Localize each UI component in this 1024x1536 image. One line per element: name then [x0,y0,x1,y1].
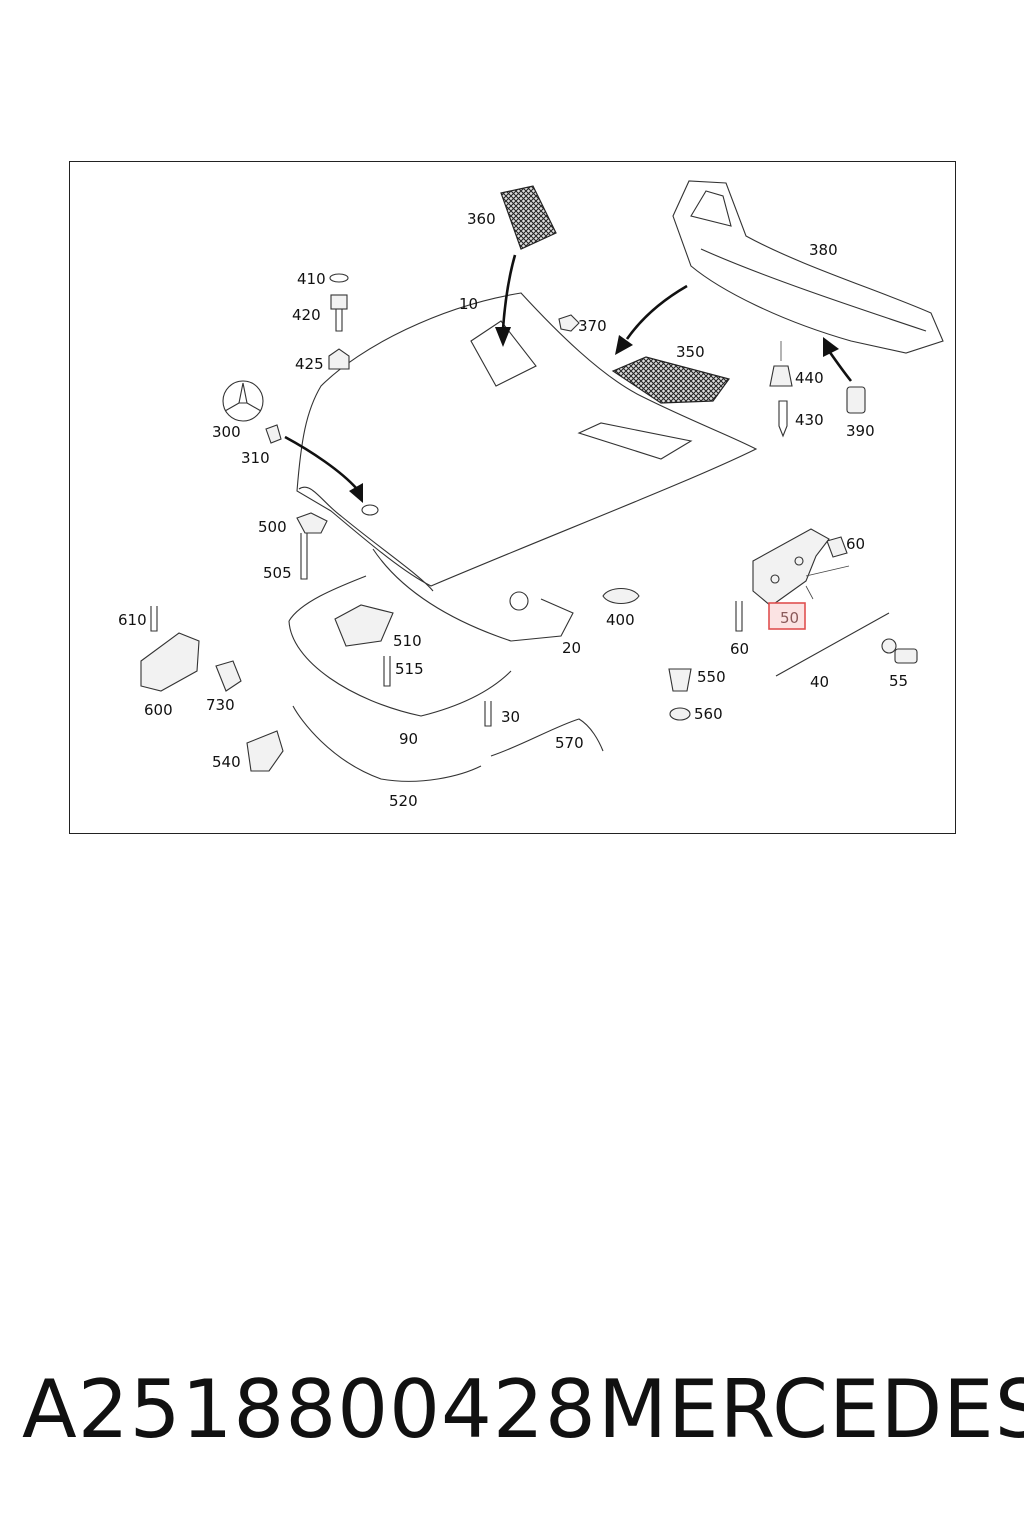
callout-40: 40 [810,673,829,691]
callout-425: 425 [295,355,324,373]
callout-730: 730 [206,696,235,714]
fasteners [150,273,866,727]
seal-90 [288,575,512,717]
diagram-frame: 10 20 30 40 50 55 60 60 90 300 310 350 3… [69,161,956,834]
callout-90: 90 [399,730,418,748]
hood-hinge-50 [752,528,830,607]
callout-310: 310 [241,449,270,467]
clip-540 [246,730,284,772]
ball-stud-55 [881,638,918,664]
callout-515: 515 [395,660,424,678]
grille-mesh-360 [500,185,557,250]
callout-370: 370 [578,317,607,335]
vent-grille-350 [611,356,731,404]
callout-labels: 10 20 30 40 50 55 60 60 90 300 310 350 3… [118,210,908,810]
callout-30: 30 [501,708,520,726]
callout-510: 510 [393,632,422,650]
callout-20: 20 [562,639,581,657]
callout-550: 550 [697,668,726,686]
callout-60-lower: 60 [730,640,749,658]
callout-410: 410 [297,270,326,288]
callout-520: 520 [389,792,418,810]
highlight-box-50 [768,602,806,630]
callout-505: 505 [263,564,292,582]
callout-400: 400 [606,611,635,629]
callout-60-upper: 60 [846,535,865,553]
cable-570 [490,718,604,757]
callout-55: 55 [889,672,908,690]
assembly-arrows [284,254,853,503]
callout-600: 600 [144,701,173,719]
hood-panel [296,292,758,642]
gas-strut-40 [775,612,890,678]
callout-50: 50 [780,609,799,627]
callout-380: 380 [809,241,838,259]
exploded-parts-diagram: 10 20 30 40 50 55 60 60 90 300 310 350 3… [118,180,944,810]
leader-lines [780,341,850,600]
callout-540: 540 [212,753,241,771]
callout-610: 610 [118,611,147,629]
latch-600 [140,632,242,692]
callout-10: 10 [459,295,478,313]
cable-520 [292,705,482,782]
callout-350: 350 [676,343,705,361]
callout-420: 420 [292,306,321,324]
callout-500: 500 [258,518,287,536]
callout-430: 430 [795,411,824,429]
callout-440: 440 [795,369,824,387]
cowl-panel-380 [672,180,944,354]
callout-560: 560 [694,705,723,723]
callout-360: 360 [467,210,496,228]
callout-300: 300 [212,423,241,441]
star-emblem-300 [222,380,264,422]
callout-390: 390 [846,422,875,440]
callout-570: 570 [555,734,584,752]
part-number: A2518800428 [22,1363,597,1456]
brand-name: MERCEDES [598,1363,1024,1456]
